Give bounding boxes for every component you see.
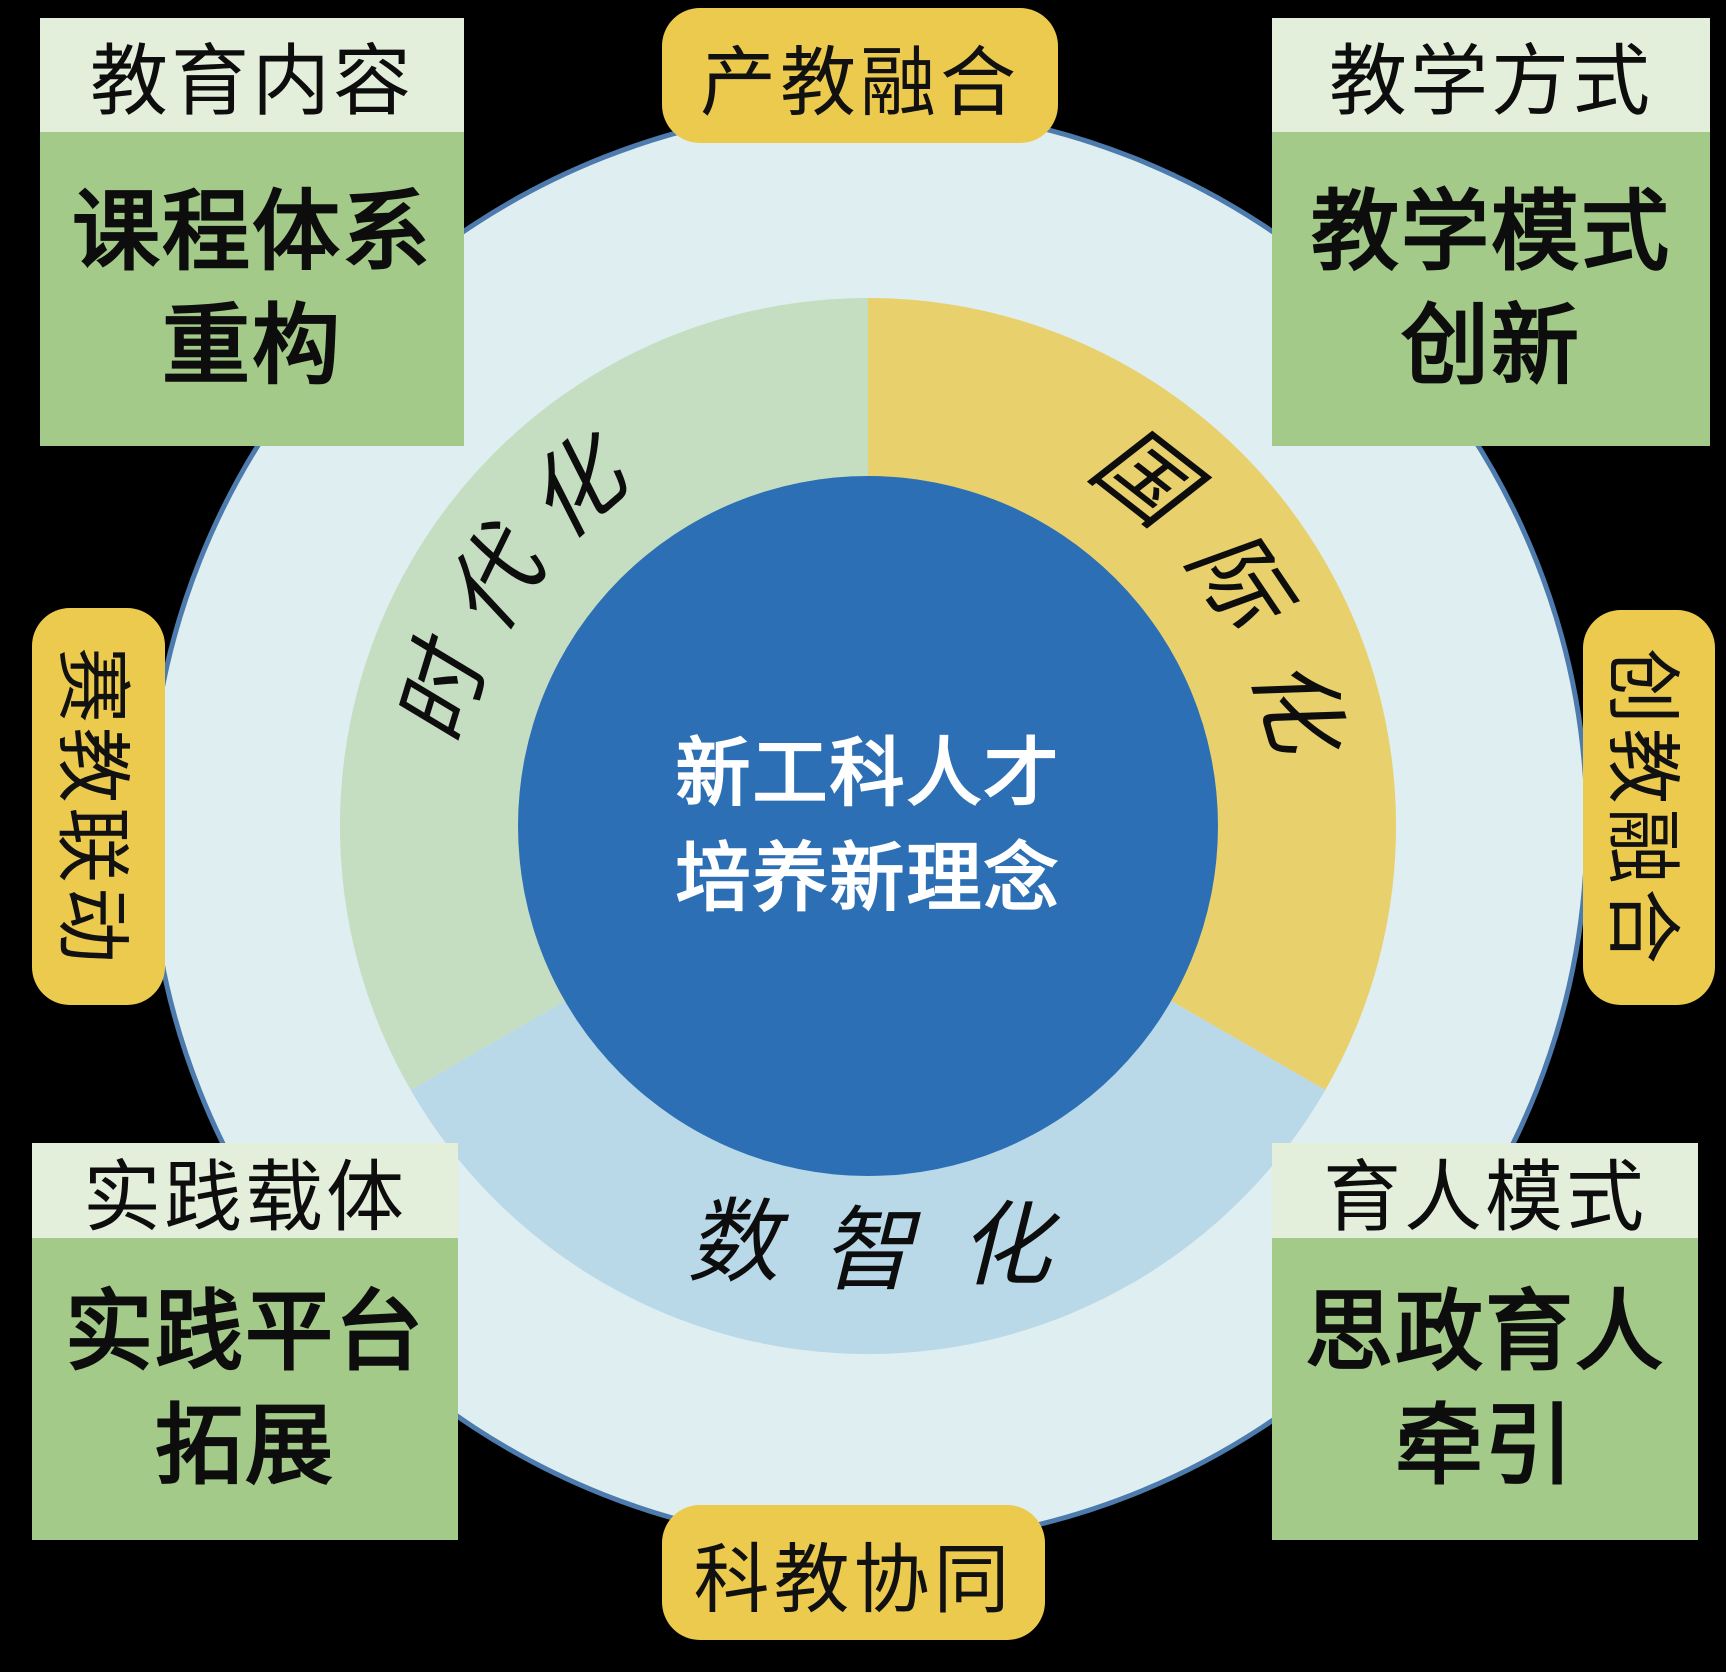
box-teaching-method-body: 教学模式 创新	[1272, 132, 1710, 446]
box-education-mode-body: 思政育人 牵引	[1272, 1238, 1698, 1540]
box-education-mode-title: 育人模式	[1272, 1143, 1698, 1241]
center-title: 新工科人才 培养新理念	[675, 721, 1060, 931]
pill-left-label: 赛教联动	[48, 646, 134, 967]
box-teaching-method-title: 教学方式	[1272, 18, 1710, 132]
pill-innovation-education-fusion: 创教融合	[1583, 610, 1715, 1005]
box-education-content: 教育内容 课程体系 重构	[40, 18, 464, 446]
ring-label-shuzhihua-char-2: 智	[820, 1197, 914, 1304]
core-circle	[518, 476, 1218, 1176]
pill-competition-education-linkage: 赛教联动	[32, 608, 165, 1005]
box-teaching-method: 教学方式 教学模式 创新	[1272, 18, 1710, 446]
box-education-content-title: 教育内容	[40, 18, 464, 132]
box-practice-carrier: 实践载体 实践平台 拓展	[32, 1143, 458, 1540]
pill-bottom-label: 科教协同	[693, 1537, 1014, 1623]
box-education-mode: 育人模式 思政育人 牵引	[1272, 1143, 1698, 1540]
center-title-line2: 培养新理念	[675, 836, 1061, 920]
pill-industry-education-integration: 产教融合	[662, 8, 1058, 143]
pill-top-label: 产教融合	[700, 40, 1020, 126]
box-practice-carrier-body: 实践平台 拓展	[32, 1238, 458, 1540]
box-education-content-body: 课程体系 重构	[40, 132, 464, 446]
center-title-line1: 新工科人才	[675, 731, 1061, 815]
ring-label-shuzhihua-char-1: 数	[686, 1189, 780, 1296]
box-practice-carrier-title: 实践载体	[32, 1143, 458, 1241]
ring-label-shuzhihua-char-3: 化	[958, 1192, 1052, 1299]
pill-right-label: 创教融合	[1599, 647, 1684, 968]
pill-science-education-synergy: 科教协同	[662, 1505, 1045, 1640]
